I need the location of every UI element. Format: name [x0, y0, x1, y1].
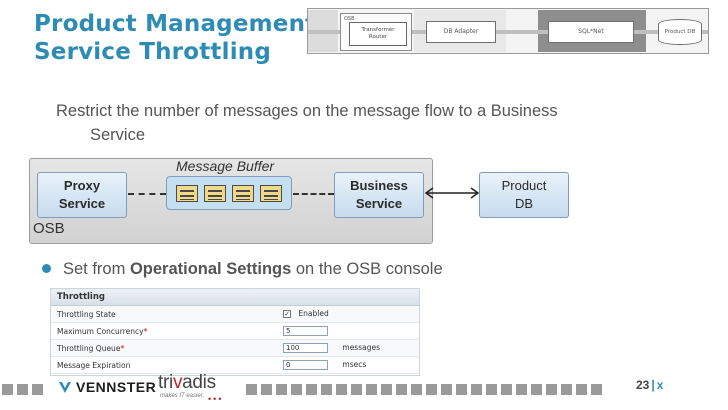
max-concurrency-label: Maximum Concurrency — [57, 327, 144, 336]
business-service-label-1: Business — [350, 178, 408, 193]
dashed-link-proxy-buffer — [128, 193, 166, 195]
trivadis-logo: trivadis makes IT easier. ••• — [158, 372, 221, 404]
pipeline-connector — [308, 30, 708, 34]
pipeline-sqlnet-box: SQL*Net — [548, 21, 634, 43]
page-number: 23|x — [636, 378, 663, 392]
message-buffer — [166, 176, 292, 210]
page-number-separator: | — [651, 378, 655, 392]
business-service-node: Business Service — [334, 172, 424, 218]
buffered-message-icon — [204, 185, 226, 202]
message-expiration-label: Message Expiration — [57, 361, 131, 370]
throttling-enabled-label: Enabled — [298, 309, 329, 318]
throttling-state-label: Throttling State — [57, 310, 116, 319]
required-marker: * — [143, 327, 148, 336]
proxy-service-node: Proxy Service — [37, 172, 127, 218]
throttling-queue-row: Throttling Queue* 100 messages — [51, 340, 419, 357]
max-concurrency-row: Maximum Concurrency* 5 — [51, 323, 419, 340]
product-db-node: Product DB — [479, 172, 569, 218]
pipeline-transformer-label: Transformer — [361, 27, 395, 33]
bullet-operational-settings: Set from Operational Settings on the OSB… — [42, 260, 443, 279]
trivadis-dots-icon: ••• — [208, 394, 224, 404]
trivadis-wordmark-pre: tri — [158, 372, 173, 393]
bullet2-suffix: on the OSB console — [291, 260, 443, 278]
product-db-label-1: Product — [501, 178, 547, 193]
dashed-link-buffer-business — [293, 193, 334, 195]
osb-container-label: OSB — [33, 220, 65, 237]
buffered-message-icon — [260, 185, 282, 202]
max-concurrency-field[interactable]: 5 — [283, 326, 328, 336]
bullet2-prefix: Set from — [63, 260, 130, 278]
bullet-restrict-line-2: Service — [90, 126, 146, 144]
message-expiration-row: Message Expiration 0 msecs — [51, 357, 419, 374]
trivadis-wordmark-accent: v — [172, 372, 183, 393]
pipeline-db-adapter-label: DB Adapter — [443, 28, 479, 35]
required-marker: * — [120, 344, 125, 353]
pipeline-sqlnet-label: SQL*Net — [578, 28, 604, 35]
pipeline-osb-box: OSB Transformer Router — [340, 13, 412, 51]
buffered-message-icon — [232, 185, 254, 202]
slide-title: Product Management Service Throttling — [34, 10, 316, 66]
vennster-logo: VENNSTER — [58, 378, 156, 398]
trivadis-wordmark-post: adis — [182, 372, 216, 393]
page-number-value: 23 — [636, 378, 650, 392]
pipeline-product-db-label: Product DB — [664, 29, 696, 35]
proxy-service-label-1: Proxy — [63, 178, 101, 193]
buffered-message-icon — [176, 185, 198, 202]
page-number-suffix: x — [656, 378, 664, 392]
throttling-queue-field[interactable]: 100 — [283, 343, 328, 353]
bullet-restrict: Restrict the number of messages on the m… — [56, 99, 696, 147]
footer-squares-right — [246, 380, 606, 395]
throttling-settings-panel: Throttling Throttling State ✓ Enabled Ma… — [50, 288, 420, 376]
throttling-enabled-checkbox[interactable]: ✓ — [283, 310, 291, 318]
message-expiration-unit: msecs — [342, 360, 367, 369]
vennster-wordmark: VENNSTER — [76, 379, 157, 395]
business-service-label-2: Service — [355, 196, 403, 211]
footer-squares-left — [2, 380, 47, 395]
bullet2-bold: Operational Settings — [129, 260, 292, 278]
title-line-1: Product Management — [34, 11, 317, 37]
proxy-service-label-2: Service — [58, 196, 106, 211]
throttling-state-row: Throttling State ✓ Enabled — [51, 306, 419, 323]
vennster-logo-icon — [59, 382, 71, 393]
pipeline-db-adapter-box: DB Adapter — [426, 21, 496, 43]
pipeline-thumbnail: OSB Transformer Router DB Adapter SQL*Ne… — [307, 8, 709, 54]
message-expiration-field[interactable]: 0 — [283, 360, 328, 370]
trivadis-tagline: makes IT easier. — [160, 393, 205, 399]
double-arrow-icon — [424, 187, 480, 199]
throttling-queue-unit: messages — [342, 343, 381, 352]
throttling-header: Throttling — [51, 289, 419, 306]
title-line-2: Service Throttling — [34, 39, 272, 65]
pipeline-transformer-box: Transformer Router — [349, 22, 407, 46]
throttling-queue-label: Throttling Queue — [57, 344, 121, 353]
pipeline-router-label: Router — [368, 34, 388, 40]
bullet-dot-icon — [42, 264, 51, 273]
bullet-restrict-line-1: Restrict the number of messages on the m… — [56, 102, 558, 120]
message-buffer-label: Message Buffer — [176, 158, 275, 174]
pipeline-product-db-cylinder: Product DB — [658, 19, 702, 45]
pipeline-osb-label: OSB — [344, 16, 355, 22]
product-db-label-2: DB — [514, 196, 534, 211]
